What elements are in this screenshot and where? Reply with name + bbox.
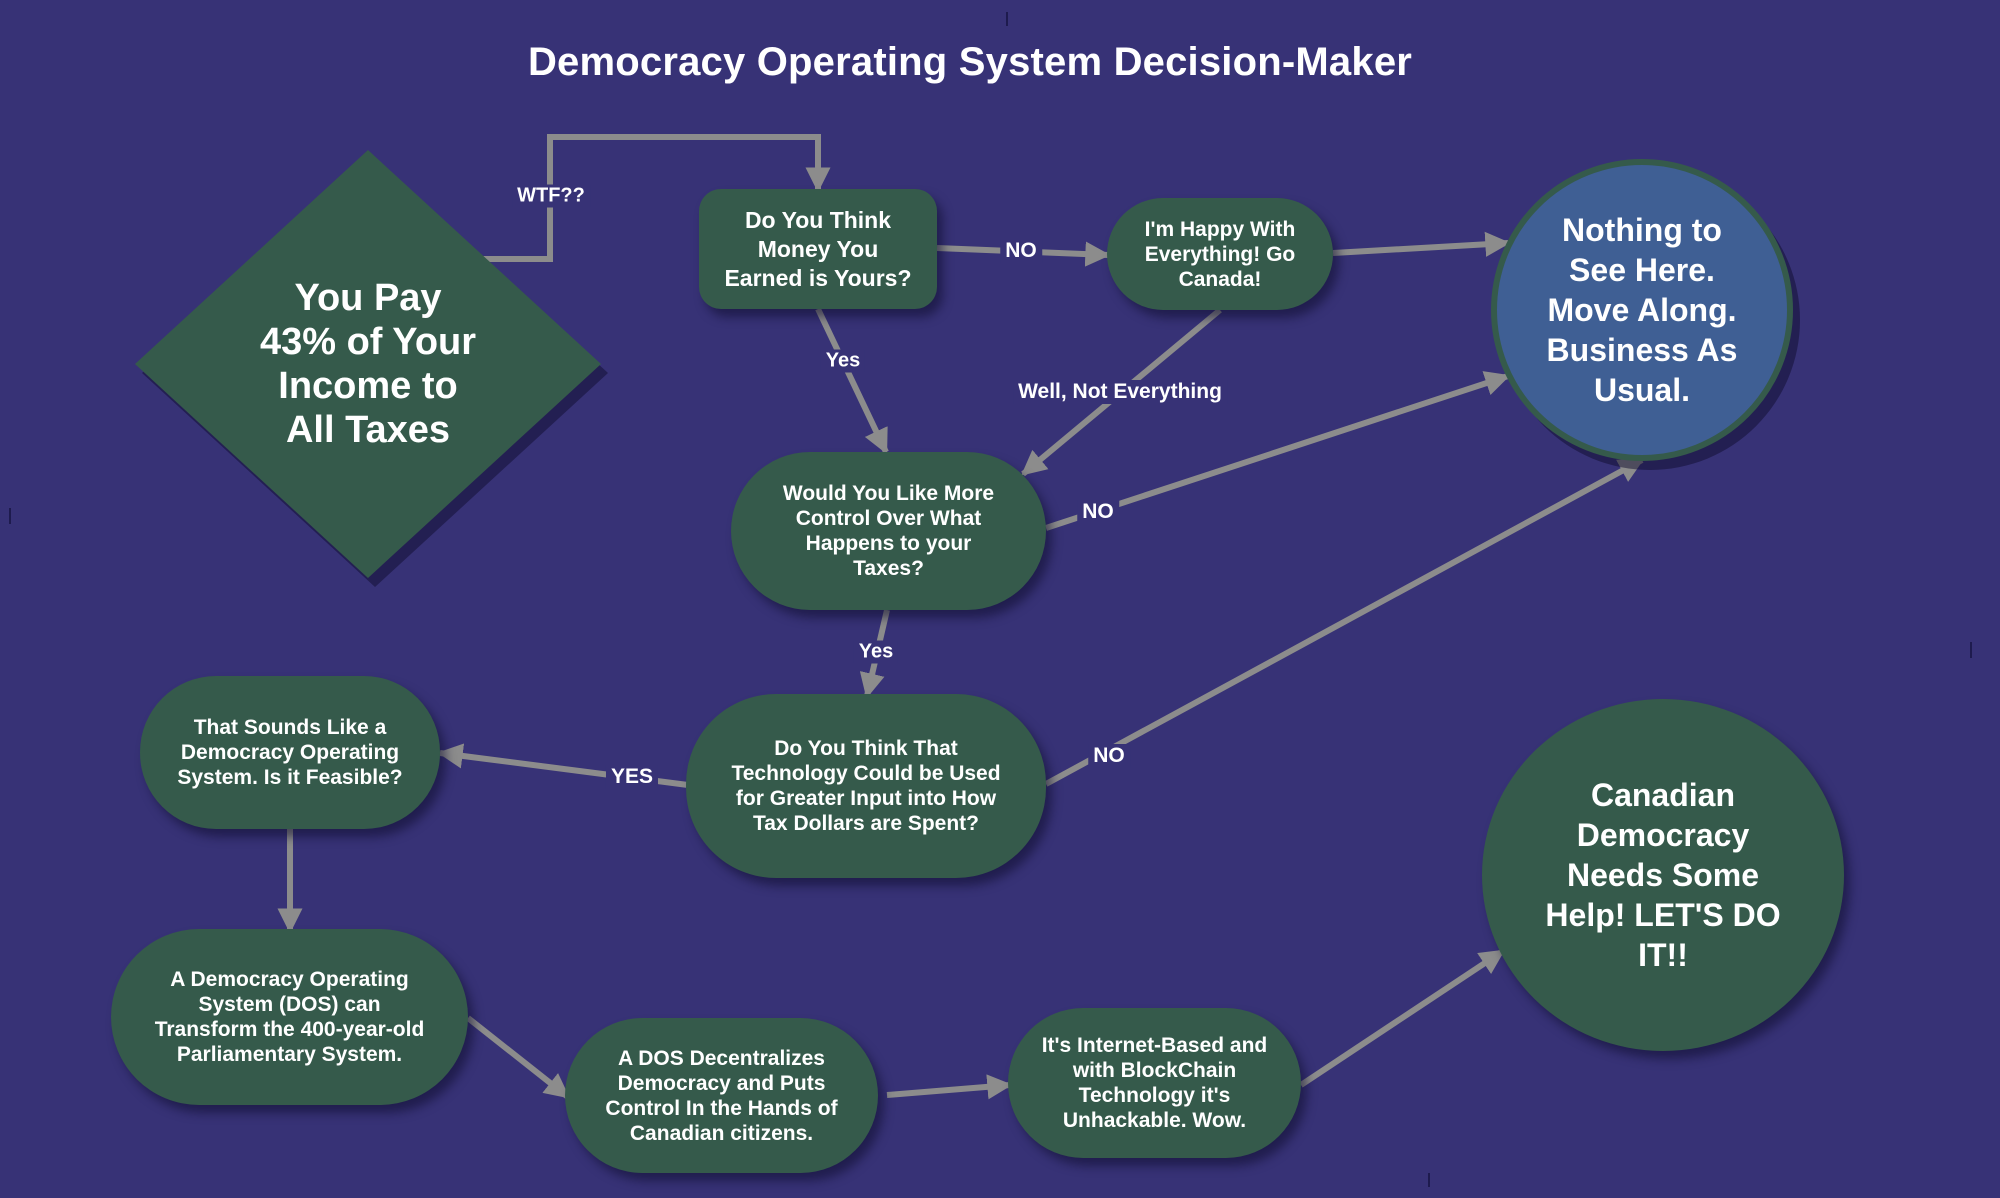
edge-transform-to-decentralizes — [466, 1015, 570, 1100]
edge-tick-bottom — [1428, 1173, 1430, 1187]
edge-start-to-money-question — [482, 134, 831, 262]
edge-tick-right — [1970, 642, 1972, 658]
node-money-question-label: Do You Think Money You Earned is Yours? — [724, 206, 912, 291]
edge-money-to-more-control — [815, 307, 889, 455]
edge-label-wtf: WTF?? — [512, 184, 590, 208]
node-canadian-democracy-label: Canadian Democracy Needs Some Help! LET'… — [1545, 777, 1781, 973]
node-more-control-label: Would You Like More Control Over What Ha… — [782, 482, 995, 580]
nothing-circle — [1491, 159, 1793, 461]
node-canadian-democracy[interactable]: Canadian Democracy Needs Some Help! LET'… — [1482, 699, 1844, 1051]
edge-more-control-to-nothing — [1045, 371, 1511, 531]
node-technology-question[interactable]: Do You Think That Technology Could be Us… — [686, 694, 1046, 878]
edge-label-well-not-everything: Well, Not Everything — [1013, 380, 1227, 404]
edge-tick-left — [9, 508, 11, 524]
edge-happy-to-nothing — [1332, 231, 1511, 257]
node-nothing-to-see-label: Nothing to See Here. Move Along. Busines… — [1546, 212, 1738, 408]
edge-tick-top — [1006, 12, 1008, 26]
node-happy[interactable]: I'm Happy With Everything! Go Canada! — [1107, 198, 1333, 310]
node-dos-transform[interactable]: A Democracy Operating System (DOS) can T… — [111, 929, 468, 1105]
edge-technology-to-nothing — [1044, 457, 1645, 787]
edge-label-yes-more-control: Yes — [820, 349, 866, 373]
start-node-text: You Pay 43% of Your Income to All Taxes — [259, 277, 477, 451]
edge-label-yes-technology: Yes — [853, 640, 899, 664]
node-dos-transform-label: A Democracy Operating System (DOS) can T… — [154, 968, 425, 1066]
edge-label-yes-sounds-like: YES — [605, 765, 659, 789]
edge-decentralizes-to-internet — [886, 1074, 1013, 1100]
edge-label-no-happy: NO — [1000, 239, 1042, 263]
node-sounds-like-dos[interactable]: That Sounds Like a Democracy Operating S… — [140, 676, 440, 829]
node-internet-based-label: It's Internet-Based and with BlockChain … — [1041, 1034, 1268, 1132]
node-sounds-like-dos-label: That Sounds Like a Democracy Operating S… — [177, 716, 403, 789]
edge-label-no-more-control: NO — [1077, 500, 1119, 524]
node-dos-decentralizes[interactable]: A DOS Decentralizes Democracy and Puts C… — [565, 1018, 878, 1173]
node-technology-question-label: Do You Think That Technology Could be Us… — [731, 737, 1001, 835]
node-nothing-to-see[interactable]: Nothing to See Here. Move Along. Busines… — [1500, 168, 1784, 452]
edge-internet-to-canadian — [1299, 948, 1506, 1088]
node-money-question[interactable]: Do You Think Money You Earned is Yours? — [699, 189, 937, 309]
node-more-control[interactable]: Would You Like More Control Over What Ha… — [731, 452, 1046, 610]
node-internet-based[interactable]: It's Internet-Based and with BlockChain … — [1008, 1008, 1301, 1158]
node-happy-label: I'm Happy With Everything! Go Canada! — [1144, 217, 1296, 291]
node-dos-decentralizes-label: A DOS Decentralizes Democracy and Puts C… — [605, 1046, 838, 1145]
page-title: Democracy Operating System Decision-Make… — [527, 40, 1413, 84]
edge-label-no-technology: NO — [1088, 744, 1130, 768]
